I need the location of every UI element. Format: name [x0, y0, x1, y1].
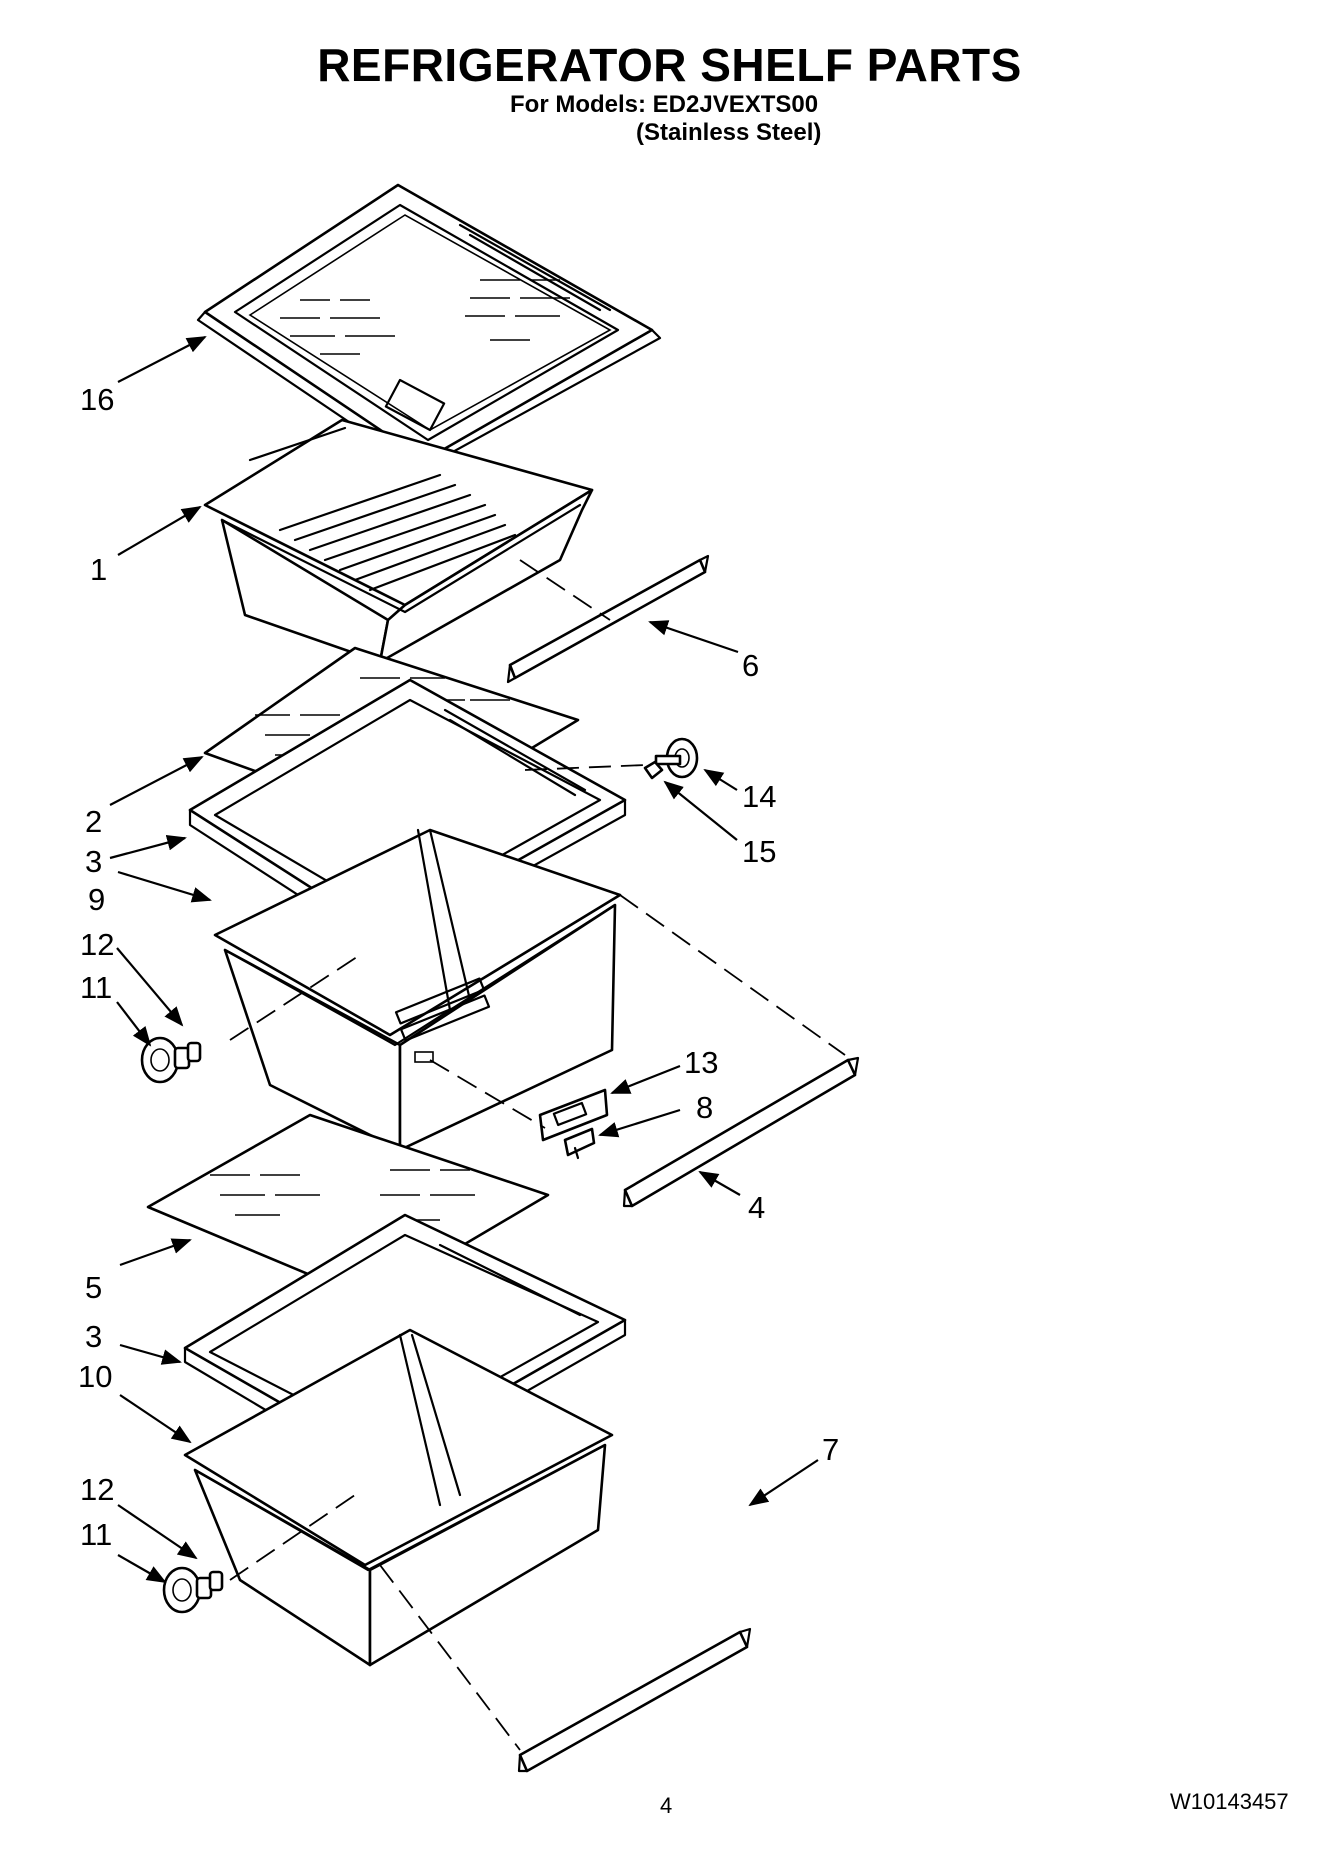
callout-1: 1 — [90, 552, 107, 587]
callout-16: 16 — [80, 382, 114, 417]
callout-14: 14 — [742, 779, 776, 814]
page-number: 4 — [660, 1793, 673, 1818]
part-10-lower-drawer — [183, 1328, 614, 1667]
callout-3-upper: 3 — [85, 844, 102, 879]
part-11-12-wheel-upper — [140, 1036, 202, 1084]
part-16-crisper-cover — [196, 183, 662, 472]
page-title: REFRIGERATOR SHELF PARTS — [317, 39, 1022, 91]
models-line: For Models: ED2JVEXTS00 — [510, 91, 819, 118]
leader-lines — [109, 336, 819, 1583]
finish-line: (Stainless Steel) — [636, 119, 822, 146]
part-13-8-control — [538, 1088, 609, 1160]
callout-10: 10 — [78, 1359, 112, 1394]
document-number: W10143457 — [1170, 1789, 1289, 1814]
callout-12-lower: 12 — [80, 1472, 114, 1507]
callout-3-lower: 3 — [85, 1319, 102, 1354]
callout-6: 6 — [742, 648, 759, 683]
callout-2: 2 — [85, 804, 102, 839]
part-1-upper-drawer — [203, 418, 594, 664]
callout-labels: 16 1 6 2 3 14 15 9 12 11 13 8 4 5 3 10 7… — [78, 382, 839, 1552]
callout-5: 5 — [85, 1270, 102, 1305]
part-9-meat-drawer — [213, 828, 622, 1152]
callout-4: 4 — [748, 1190, 765, 1225]
part-14-15-wheel-screw — [643, 737, 699, 780]
callout-11-lower: 11 — [80, 1517, 112, 1552]
callout-7: 7 — [822, 1432, 839, 1467]
alignment-lines — [229, 559, 846, 1751]
callout-12-upper: 12 — [80, 927, 114, 962]
callout-9: 9 — [88, 882, 105, 917]
callout-8: 8 — [696, 1090, 713, 1125]
callout-15: 15 — [742, 834, 776, 869]
part-11-12-wheel-lower — [162, 1566, 224, 1614]
part-4-drawer-trim — [622, 1056, 860, 1208]
callout-11-upper: 11 — [80, 970, 112, 1005]
part-7-drawer-trim — [517, 1627, 752, 1773]
callout-13: 13 — [684, 1045, 718, 1080]
